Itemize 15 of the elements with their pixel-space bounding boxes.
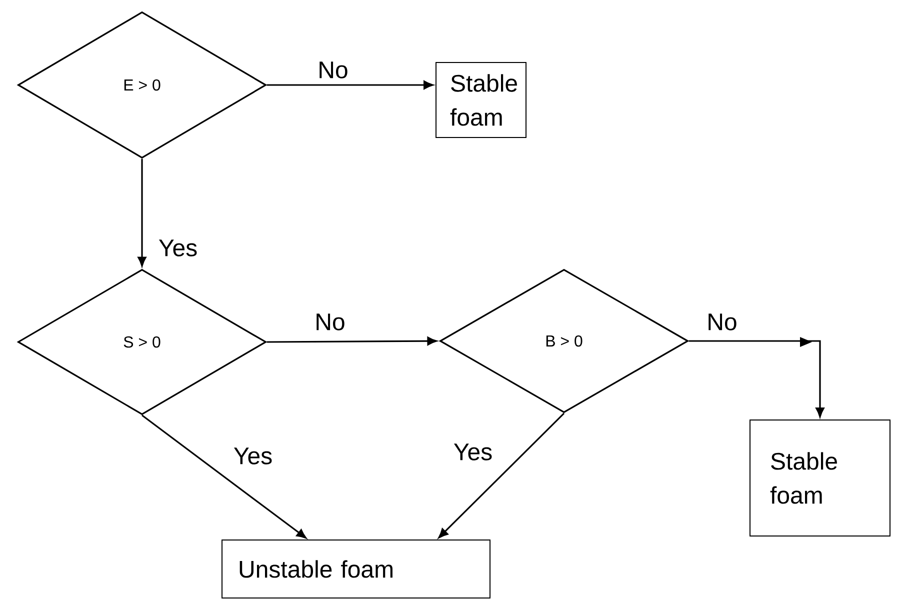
arrow (438, 412, 565, 538)
result-box: Stable foam (436, 62, 526, 138)
edge-label: Yes (157, 238, 199, 258)
result-box: Unstable foam (222, 540, 490, 598)
arrow (142, 414, 306, 538)
edge-label: Yes (232, 446, 274, 466)
arrow (138, 158, 146, 266)
edge-label: No (316, 60, 350, 80)
result-box: Stable foam (750, 420, 890, 536)
edge-label: No (314, 312, 346, 332)
arrow (266, 336, 438, 346)
arrow (266, 80, 434, 90)
arrow (688, 337, 824, 418)
edge-label: No (706, 312, 738, 332)
edge-label: Yes (452, 442, 494, 462)
